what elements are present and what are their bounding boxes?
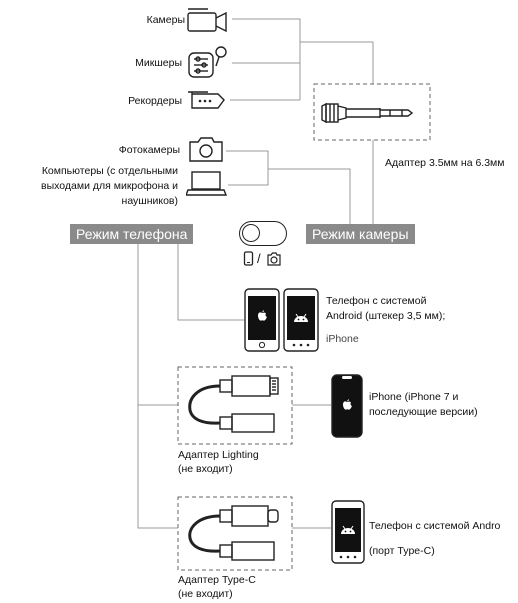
iphone-jack-label: iPhone [326,333,359,345]
recorders-label: Рекордеры [128,95,182,107]
photo-camera-icon [189,137,223,162]
phone-mode-label: Режим телефона [70,224,194,244]
toggle-separator: / [257,251,261,266]
phone-icon [243,251,254,266]
lightning-adapter-label-1: Адаптер Lighting [178,449,259,461]
toggle-knob[interactable] [242,224,260,242]
android-typec-label-1: Телефон с системой Andro [369,520,501,532]
android-typec-label-2: (порт Type-C) [369,545,435,557]
cameras-label: Камеры [146,14,185,26]
android-jack-label-1: Телефон с системой [326,295,427,307]
computers-label-1: Компьютеры (с отдельными [41,165,178,177]
iphone-lightning-label-2: последующие версии) [369,406,478,418]
camera-mode-label: Режим камеры [306,224,415,244]
jack-adapter-icon [321,102,414,124]
mode-toggle-switch[interactable] [239,221,287,246]
computers-label-3: наушников) [121,195,178,207]
android-phone-icon [283,288,319,352]
lightning-adapter-label-2: (не входит) [178,463,233,475]
mixers-label: Микшеры [135,57,182,69]
photo-cameras-label: Фотокамеры [118,144,180,156]
iphone-icon [244,288,280,352]
computers-label-2: выходами для микрофона и [41,180,178,192]
laptop-icon [186,171,228,196]
android-jack-label-2: Android (штекер 3,5 мм); [326,310,446,322]
recorder-icon [188,91,225,109]
lightning-adapter-icon [188,375,279,433]
adapter-35-63-label: Адаптер 3.5мм на 6.3мм [385,157,505,169]
video-camera-icon [187,8,227,33]
iphone-lightning-label-1: iPhone (iPhone 7 и [369,391,459,403]
mixer-icon [188,46,227,78]
android-typec-phone-icon [331,500,365,564]
iphone-x-icon [331,374,363,438]
typec-adapter-label-1: Адаптер Type-C [178,574,256,586]
typec-adapter-icon [188,505,279,561]
typec-adapter-label-2: (не входит) [178,588,233,600]
android-typec-label-clip: Телефон с системой Andro [369,520,518,536]
camera-icon [267,252,281,266]
